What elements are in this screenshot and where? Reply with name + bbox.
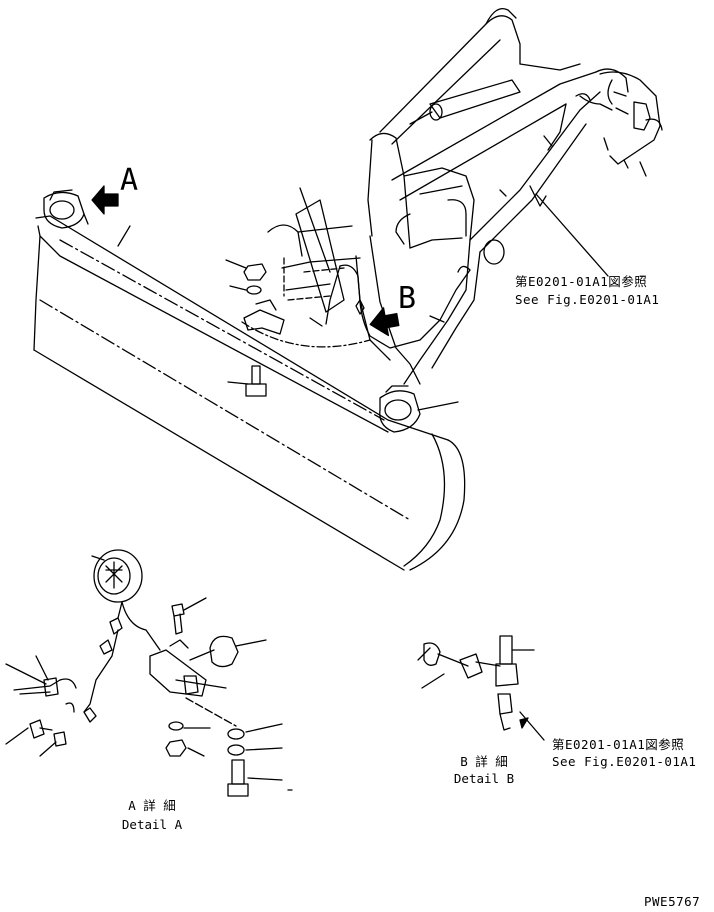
callout-a-label: A — [120, 163, 139, 198]
reference-label-main-jp: 第E0201-01A1図参照 — [515, 274, 648, 289]
center-parts — [225, 187, 371, 397]
drawing-code: PWE5767 — [644, 894, 701, 909]
right-lamp-bracket — [379, 385, 459, 433]
reference-leader-main — [535, 193, 609, 277]
detail-a-title-jp: A 詳 細 — [128, 798, 176, 813]
arrow-a-icon — [91, 185, 119, 215]
machine-frame — [267, 7, 663, 385]
dozer-blade — [33, 215, 466, 571]
callout-b-label: B — [398, 281, 417, 316]
detail-a-title-en: Detail A — [121, 817, 183, 832]
detail-b-drawing — [417, 635, 545, 741]
detail-b-title-en: Detail B — [453, 771, 515, 786]
wiring-harness — [295, 95, 613, 349]
detail-b-title-jp: B 詳 細 — [460, 754, 508, 769]
reference-label-main-en: See Fig.E0201-01A1 — [515, 292, 660, 307]
reference-label-b-en: See Fig.E0201-01A1 — [552, 754, 697, 769]
reference-arrowhead-main-icon — [529, 185, 547, 207]
detail-a-drawing — [5, 549, 283, 797]
reference-label-b-jp: 第E0201-01A1図参照 — [552, 737, 685, 752]
left-lamp-bracket — [43, 189, 89, 229]
arrow-b-icon — [369, 307, 400, 337]
